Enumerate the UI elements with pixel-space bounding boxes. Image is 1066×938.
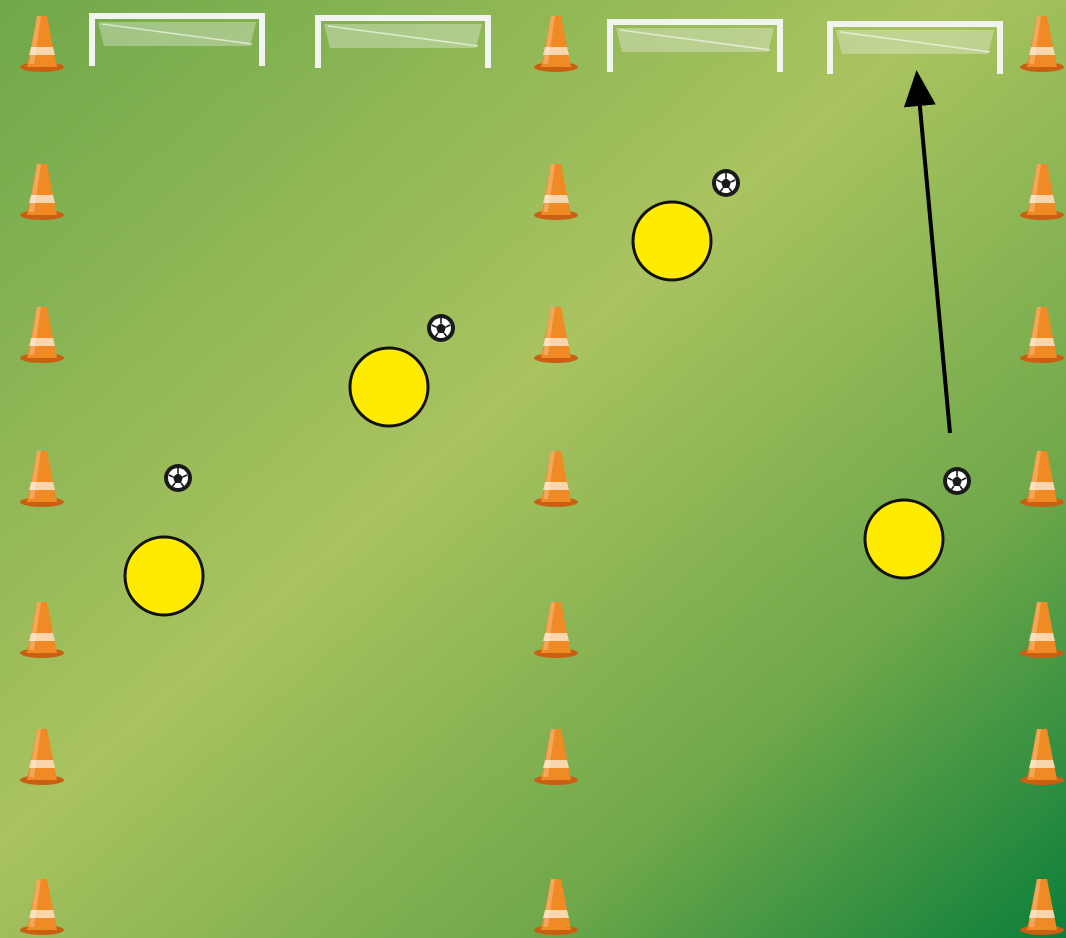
ball-icon: [943, 467, 971, 495]
player-icon: [350, 348, 428, 426]
ball-icon: [427, 314, 455, 342]
player-icon: [865, 500, 943, 578]
player-icon: [633, 202, 711, 280]
ball-icon: [712, 169, 740, 197]
ball-icon: [164, 464, 192, 492]
player-icon: [125, 537, 203, 615]
